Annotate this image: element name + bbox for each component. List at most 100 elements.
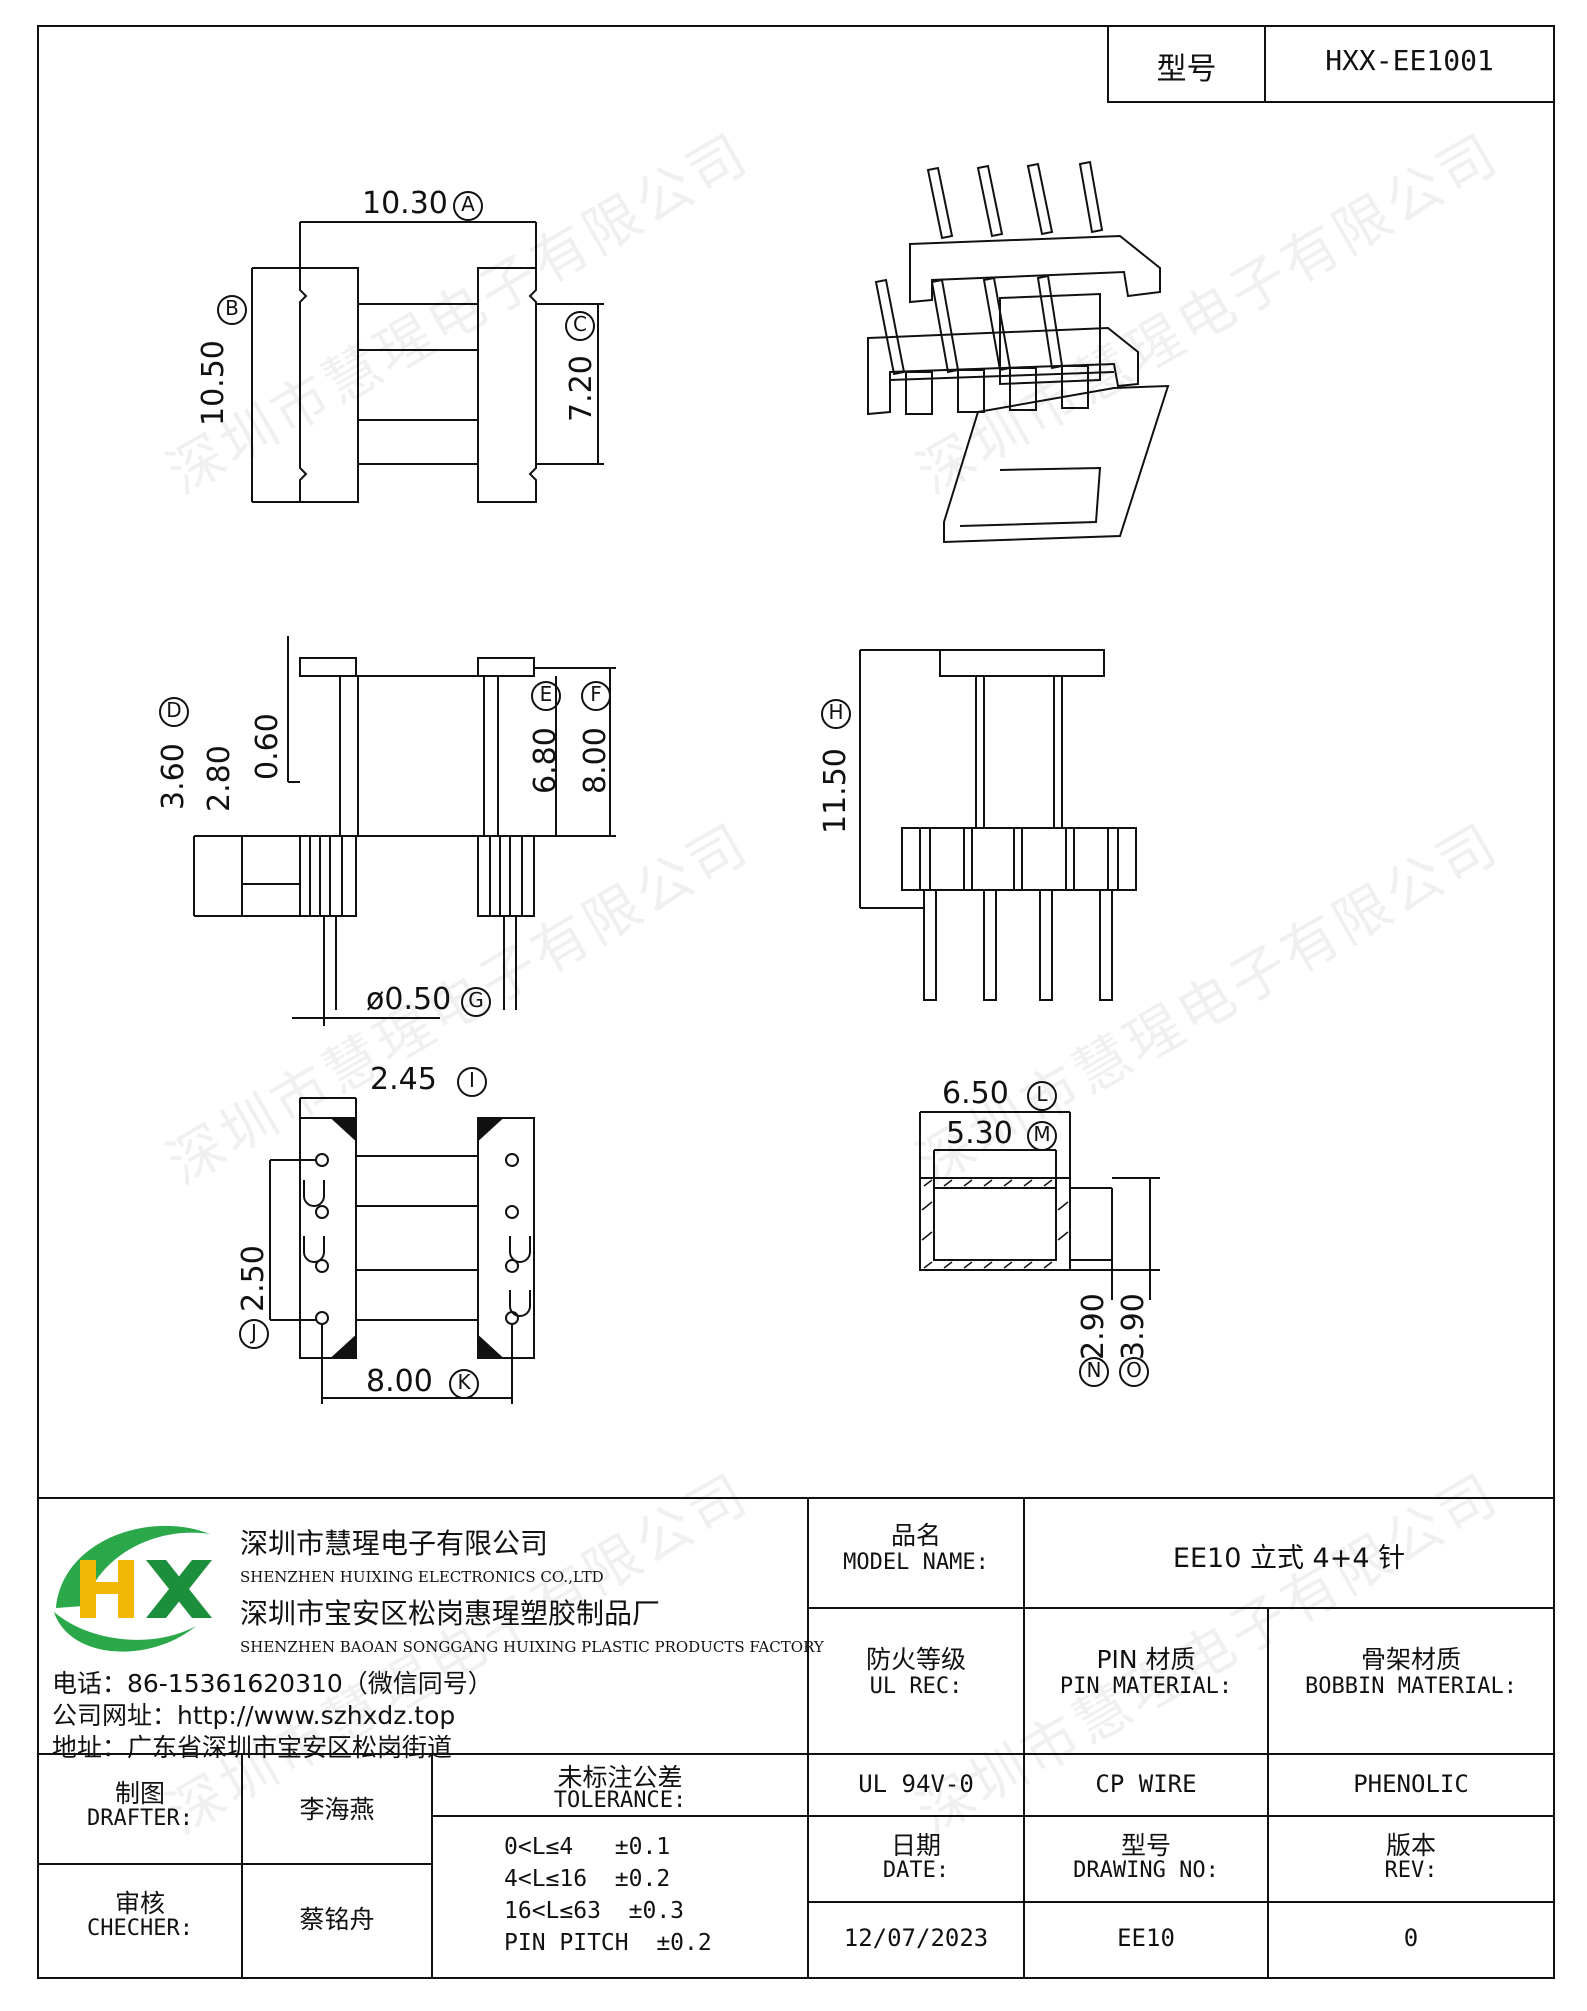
dim-k-value: 8.00 [366, 1364, 433, 1399]
tolerance-en: TOLERANCE: [553, 1788, 687, 1813]
bottom-view [269, 1097, 535, 1404]
bobbin-material-cn: 骨架材质 [1360, 1645, 1461, 1674]
mark-b-circle [217, 295, 247, 325]
dim-i-value: 2.45 [370, 1062, 437, 1097]
company-name-cn: 深圳市慧瑆电子有限公司 [240, 1527, 549, 1560]
date-en: DATE: [882, 1858, 950, 1883]
company-website: 公司网址：http://www.szhxdz.top [52, 1701, 456, 1730]
tolerance-row: 4<L≤16 ±0.2 [504, 1866, 671, 1892]
date-cn: 日期 [890, 1831, 941, 1860]
mark-a-circle [453, 191, 483, 221]
dim-c-value: 7.20 [564, 355, 599, 422]
dim-e-value: 6.80 [528, 727, 563, 794]
ul-rec-value: UL 94V-0 [858, 1770, 974, 1798]
drawing-no-cn: 型号 [1120, 1831, 1171, 1860]
mark-c-circle [565, 311, 595, 341]
mark-i-circle [457, 1067, 487, 1097]
section-view [919, 1111, 1160, 1300]
dim-l-value: 6.50 [942, 1076, 1009, 1111]
model-label: 型号 [1156, 52, 1217, 87]
dim-h-value: 11.50 [818, 748, 853, 834]
dim-d-value: 3.60 [156, 743, 191, 810]
date-value: 12/07/2023 [843, 1924, 989, 1952]
tolerance-row: 0<L≤4 ±0.1 [504, 1834, 671, 1860]
mark-g-circle [461, 987, 491, 1017]
rev-value: 0 [1403, 1924, 1419, 1952]
dim-d-mark: D [166, 698, 182, 722]
checker-value: 蔡铭舟 [299, 1905, 375, 1934]
mark-k-circle [449, 1369, 479, 1399]
mark-l-circle [1027, 1081, 1057, 1111]
dim-n-value: 2.90 [1076, 1293, 1111, 1360]
dim-n-mark: N [1086, 1358, 1102, 1382]
mark-h-circle [821, 699, 851, 729]
front-view [859, 649, 1137, 1001]
dim-l-mark: L [1036, 1082, 1048, 1106]
tolerance-cn: 未标注公差 [557, 1763, 683, 1792]
dim-j-value: 2.50 [236, 1245, 271, 1312]
dim-o-value: 3.90 [1116, 1293, 1151, 1360]
company-name-en: SHENZHEN HUIXING ELECTRONICS CO.,LTD [240, 1568, 604, 1586]
dim-f-value: 8.00 [578, 727, 613, 794]
mark-n-circle [1079, 1357, 1109, 1387]
dim-d3-value: 0.60 [250, 713, 285, 780]
sheet-border [37, 25, 1555, 1979]
dim-h-mark: H [828, 700, 844, 724]
dim-a-mark: A [461, 192, 475, 216]
drafter-en: DRAFTER: [87, 1806, 193, 1831]
pin-material-en: PIN MATERIAL: [1059, 1674, 1233, 1699]
drawing-no-en: DRAWING NO: [1073, 1858, 1219, 1883]
dim-d2-value: 2.80 [202, 745, 237, 812]
tolerance-row: PIN PITCH ±0.2 [504, 1930, 712, 1956]
dim-f-mark: F [590, 682, 602, 706]
model-value: HXX-EE1001 [1325, 44, 1494, 77]
dim-c-mark: C [573, 312, 587, 336]
company-phone: 电话：86-15361620310（微信同号） [52, 1669, 493, 1698]
bobbin-material-value: PHENOLIC [1353, 1770, 1469, 1798]
dim-j-mark: J [251, 1320, 257, 1344]
drafter-value: 李海燕 [299, 1795, 375, 1824]
model-name-en: MODEL NAME: [843, 1550, 989, 1575]
dim-b-mark: B [225, 296, 239, 320]
company-logo [54, 1525, 212, 1652]
isometric-view [867, 160, 1170, 544]
factory-name-cn: 深圳市宝安区松岗惠瑆塑胶制品厂 [240, 1597, 661, 1630]
factory-name-en: SHENZHEN BAOAN SONGGANG HUIXING PLASTIC … [240, 1638, 824, 1656]
header-box [1107, 25, 1555, 103]
model-name-cn: 品名 [890, 1521, 941, 1550]
dim-g-mark: G [468, 988, 484, 1012]
dim-a-value: 10.30 [362, 186, 448, 221]
checker-cn: 审核 [114, 1889, 165, 1918]
dim-b-value: 10.50 [196, 340, 231, 426]
ul-rec-cn: 防火等级 [865, 1645, 966, 1674]
company-address: 地址：广东省深圳市宝安区松岗街道 [52, 1733, 453, 1762]
dim-g-value: ø0.50 [366, 982, 452, 1017]
mark-f-circle [581, 681, 611, 711]
mark-m-circle [1027, 1121, 1057, 1151]
pin-material-cn: PIN 材质 [1096, 1645, 1196, 1674]
pin-material-value: CP WIRE [1095, 1770, 1197, 1798]
mark-j-circle [239, 1319, 269, 1349]
mark-e-circle [531, 681, 561, 711]
dim-m-value: 5.30 [946, 1116, 1013, 1151]
tolerance-row: 16<L≤63 ±0.3 [504, 1898, 685, 1924]
dim-e-mark: E [539, 682, 553, 706]
checker-en: CHECHER: [87, 1916, 193, 1941]
side-view [193, 636, 616, 1026]
top-view [251, 221, 604, 503]
drawing-no-value: EE10 [1117, 1924, 1175, 1952]
bobbin-material-en: BOBBIN MATERIAL: [1305, 1674, 1517, 1699]
dim-i-mark: I [469, 1068, 475, 1092]
dim-o-mark: O [1126, 1358, 1142, 1382]
mark-d-circle [159, 697, 189, 727]
mark-o-circle [1119, 1357, 1149, 1387]
drafter-cn: 制图 [114, 1779, 165, 1808]
dim-m-mark: M [1033, 1122, 1051, 1146]
model-name-value: EE10 立式 4+4 针 [1172, 1543, 1406, 1574]
rev-en: REV: [1384, 1858, 1438, 1883]
dim-k-mark: K [457, 1370, 471, 1394]
rev-cn: 版本 [1385, 1831, 1436, 1860]
ul-rec-en: UL REC: [869, 1674, 963, 1699]
